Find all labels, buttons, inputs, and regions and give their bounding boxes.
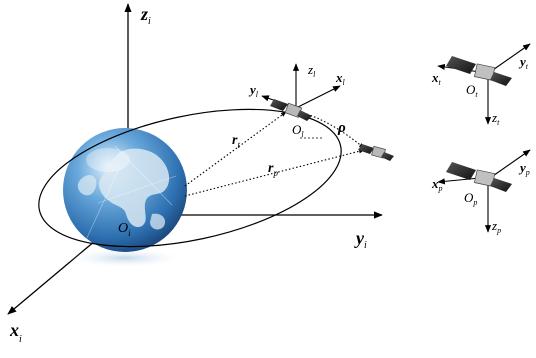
leader-solar-panel <box>270 99 288 111</box>
target-solar-panel-2 <box>490 72 512 86</box>
globe-landmass <box>99 148 170 228</box>
leader-x-axis <box>295 85 341 109</box>
leader-position-vector <box>184 111 287 187</box>
leader-z-label: zl <box>307 62 316 79</box>
pursuer-solar-panel-2 <box>490 178 512 192</box>
follower-solar-panel-2 <box>381 152 394 161</box>
follower-position-vector <box>184 149 365 197</box>
earth-globe <box>63 128 187 268</box>
inertial-origin-label: Oi <box>118 221 131 238</box>
globe-grid-line <box>85 165 121 241</box>
target-z-label: zt <box>491 110 500 127</box>
globe-grid-line <box>114 145 173 206</box>
inertial-frame <box>7 3 383 315</box>
globe-grid-line <box>97 175 177 204</box>
leader-origin-label: Ol <box>292 122 304 139</box>
pursuer-satellite <box>446 162 512 192</box>
leader-y-label: yl <box>248 82 259 99</box>
globe-landmass-2 <box>77 175 97 196</box>
relative-vector-label: ρ <box>337 120 346 136</box>
orbit-ellipse <box>38 108 342 248</box>
target-origin-label: Ot <box>466 82 478 99</box>
pursuer-y-label: yp <box>518 160 530 177</box>
globe-landmass-3 <box>150 213 166 230</box>
pursuer-solar-panel <box>446 162 476 180</box>
pursuer-frame <box>437 149 531 233</box>
target-satellite <box>446 56 512 86</box>
pursuer-y-axis <box>489 149 531 179</box>
relative-position-vector <box>299 111 365 149</box>
target-y-label: yt <box>518 54 529 71</box>
follower-vector-label: rp <box>268 161 278 178</box>
pursuer-x-label: xp <box>431 176 443 193</box>
globe-grid <box>85 145 177 241</box>
globe-shadow <box>63 248 187 268</box>
pursuer-z-label: zp <box>491 218 501 235</box>
follower-solar-panel <box>358 144 374 154</box>
inertial-z-label: zi <box>140 4 151 27</box>
inertial-x-label: xi <box>9 320 22 345</box>
target-frame <box>437 43 531 125</box>
pursuer-origin-label: Op <box>464 190 477 207</box>
leader-satellite <box>270 99 312 121</box>
pursuer-x-axis <box>437 177 481 185</box>
target-x-label: xt <box>431 70 442 87</box>
target-y-axis <box>489 43 531 73</box>
leader-solar-panel-2 <box>297 110 312 121</box>
follower-satellite <box>358 144 394 161</box>
leader-x-label: xl <box>335 70 346 87</box>
inertial-y-label: yi <box>354 228 367 251</box>
target-solar-panel <box>446 56 476 74</box>
leader-vector-label: rt <box>232 133 240 150</box>
globe-highlight <box>86 148 130 172</box>
